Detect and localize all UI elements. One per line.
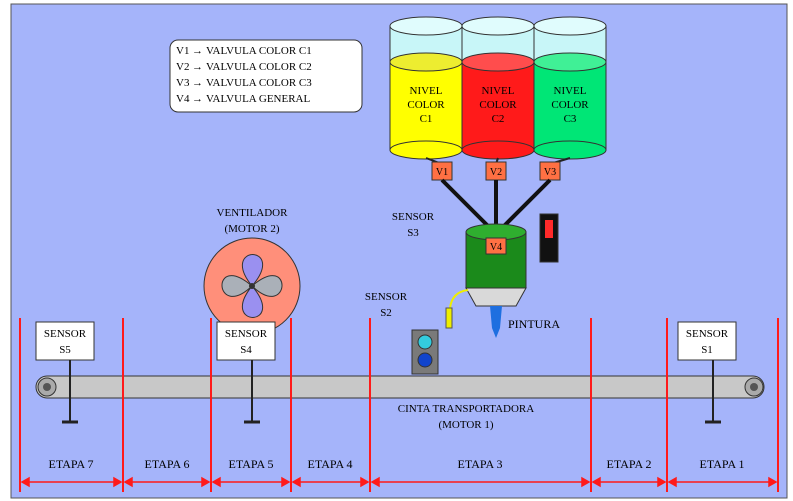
stage-label-2: ETAPA 2 (607, 457, 652, 471)
stage-label-6: ETAPA 6 (145, 457, 190, 471)
sensor-s1-label-2: S1 (701, 344, 713, 356)
valve-v1-label: V1 (436, 167, 448, 178)
sensor-s5: SENSOR S5 (35, 321, 95, 424)
legend-code-v1: V1 (176, 45, 189, 57)
conveyor-label-2: (MOTOR 1) (438, 419, 493, 431)
sensor-s1-label-1: SENSOR (686, 328, 729, 340)
tank-c1-label-3: C1 (420, 113, 433, 125)
tank-c3-label-3: C3 (564, 113, 577, 125)
sensor-s2-label-2: S2 (380, 307, 392, 319)
pipe-v3-mixer (496, 178, 552, 234)
stage-dividers (19, 318, 779, 492)
level-indicator (539, 213, 559, 263)
legend-text-v2: VALVULA COLOR C2 (206, 61, 312, 73)
mixer-tank: V4 (465, 223, 527, 307)
legend-arrow-3: → (192, 77, 203, 89)
valve-v3: V3 (539, 161, 561, 181)
sensor-s4-label-1: SENSOR (225, 328, 268, 340)
tank-c2: NIVEL COLOR C2 (461, 16, 535, 160)
valve-v4 (485, 237, 507, 255)
sensor-s3-top-label-1: SENSOR (392, 211, 435, 223)
conveyor-label-1: CINTA TRANSPORTADORA (398, 403, 534, 415)
sensor-s3-top-label-2: S3 (407, 227, 419, 239)
tank-c3-label-2: COLOR (551, 99, 589, 111)
legend-arrow-2: → (192, 61, 203, 73)
tank-c2-label-2: COLOR (479, 99, 517, 111)
tank-c2-label-3: C2 (492, 113, 505, 125)
tank-c3: NIVEL COLOR C3 (533, 16, 607, 160)
tank-c2-label-1: NIVEL (482, 85, 515, 97)
paint-jet (490, 306, 502, 338)
pipe-v1-mixer (440, 178, 496, 234)
fan-label-2: (MOTOR 2) (224, 223, 279, 235)
fan (203, 237, 301, 335)
sensor-s4-label-2: S4 (240, 344, 252, 356)
valve-v2-label: V2 (490, 167, 502, 178)
valve-v3-label: V3 (544, 167, 556, 178)
fan-blade-top (241, 254, 264, 287)
stage-arrows (20, 476, 778, 488)
sensor-s3-top-probe (445, 307, 453, 329)
sensor-s4: SENSOR S4 (216, 321, 276, 424)
valve-legend: V1 → VALVULA COLOR C1 V2 → VALVULA COLOR… (169, 39, 363, 113)
tank-c1-label-2: COLOR (407, 99, 445, 111)
stage-label-7: ETAPA 7 (49, 457, 94, 471)
legend-arrow-1: → (192, 45, 203, 57)
valve-v2: V2 (485, 161, 507, 181)
sensor-s5-label-1: SENSOR (44, 328, 87, 340)
stage-label-5: ETAPA 5 (229, 457, 274, 471)
legend-arrow-4: → (192, 93, 203, 105)
sensor-s2-light (411, 329, 439, 375)
legend-code-v4: V4 (176, 93, 190, 105)
fan-blade-left (221, 275, 253, 297)
legend-text-v1: VALVULA COLOR C1 (206, 45, 312, 57)
legend-text-v3: VALVULA COLOR C3 (206, 77, 312, 89)
fan-label-1: VENTILADOR (217, 207, 289, 219)
sensor-s5-label-2: S5 (59, 344, 71, 356)
stage-label-1: ETAPA 1 (700, 457, 745, 471)
tank-c1-label-1: NIVEL (410, 85, 443, 97)
legend-text-v4: VALVULA GENERAL (206, 93, 310, 105)
legend-code-v2: V2 (176, 61, 189, 73)
fan-blade-bottom (241, 285, 264, 318)
stage-label-3: ETAPA 3 (458, 457, 503, 471)
legend-code-v3: V3 (176, 77, 190, 89)
tank-c1: NIVEL COLOR C1 (389, 16, 463, 160)
sensor-s3-wire (449, 289, 469, 309)
pintura-label: PINTURA (508, 317, 560, 331)
sensor-s2-label-1: SENSOR (365, 291, 408, 303)
fan-blade-right (251, 275, 283, 297)
valve-v4-label: V4 (490, 242, 502, 253)
tank-c3-label-1: NIVEL (554, 85, 587, 97)
stage-label-4: ETAPA 4 (308, 457, 353, 471)
valve-v1: V1 (431, 161, 453, 181)
sensor-s1: SENSOR S1 (677, 321, 737, 424)
conveyor-belt (35, 375, 765, 399)
